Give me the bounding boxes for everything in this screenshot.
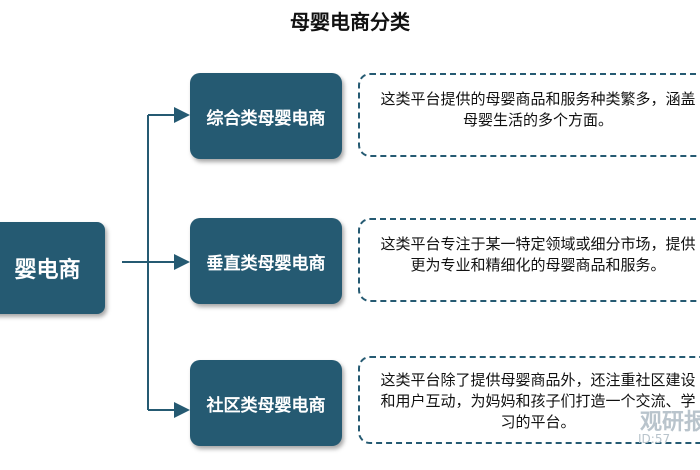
description-community: 这类平台除了提供母婴商品外，还注重社区建设和用户互动，为妈妈和孩子们打造一个交流… — [358, 356, 700, 444]
category-vertical: 垂直类母婴电商 — [190, 218, 342, 304]
category-comprehensive: 综合类母婴电商 — [190, 73, 342, 159]
description-vertical: 这类平台专注于某一特定领域或细分市场，提供更为专业和精细化的母婴商品和服务。 — [358, 218, 700, 302]
watermark-id-text: ID:57 — [638, 432, 671, 446]
category-community: 社区类母婴电商 — [190, 360, 342, 446]
watermark-logo-text: 观研报 — [640, 410, 700, 435]
root-node: 婴电商 — [0, 222, 105, 314]
diagram-title: 母婴电商分类 — [290, 10, 410, 34]
description-comprehensive: 这类平台提供的母婴商品和服务种类繁多，涵盖母婴生活的多个方面。 — [358, 73, 700, 157]
